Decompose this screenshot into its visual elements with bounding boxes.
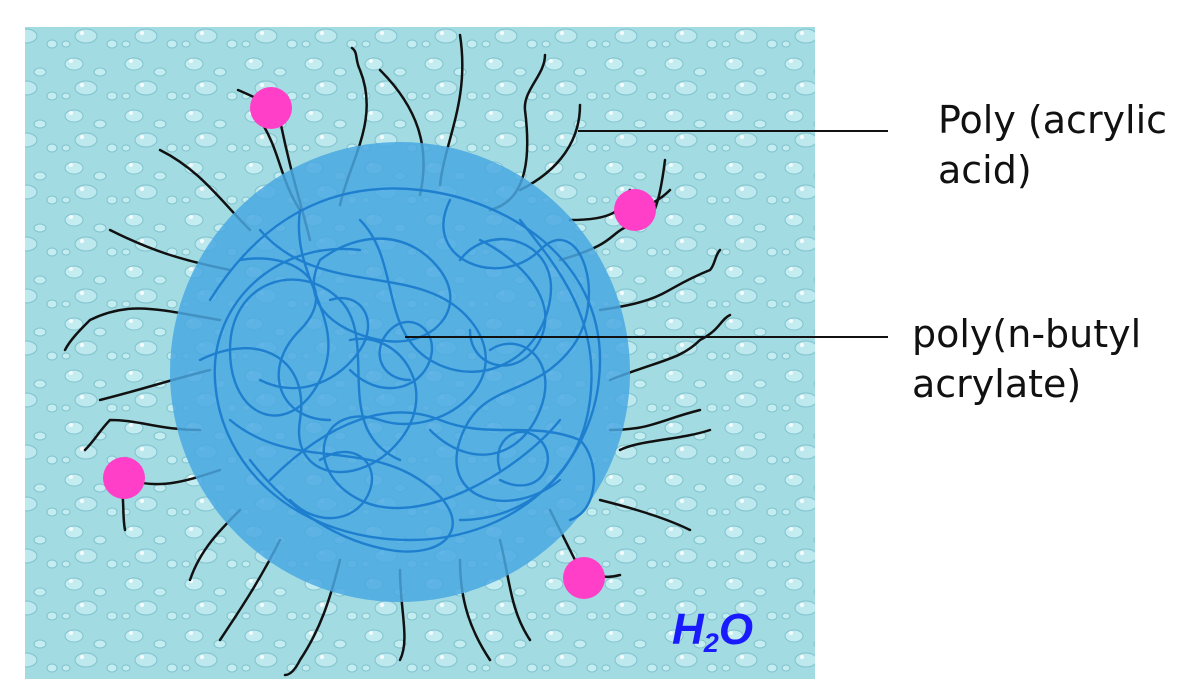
- solvent-element: H: [672, 605, 704, 654]
- solvent-subscript: 2: [703, 628, 719, 658]
- core-label-line2: acrylate): [912, 362, 1082, 406]
- end-group-bead: [250, 87, 292, 129]
- leader-lines: [405, 130, 888, 338]
- solvent-element2: O: [718, 605, 754, 654]
- core-sphere: [170, 142, 630, 602]
- core-label-line1: poly(n-butyl: [912, 312, 1142, 356]
- end-groups: [103, 87, 656, 599]
- end-group-bead: [103, 457, 145, 499]
- end-group-bead: [563, 557, 605, 599]
- end-group-bead: [614, 189, 656, 231]
- shell-label-line1: Poly (acrylic: [938, 98, 1168, 142]
- shell-label: Poly (acrylic acid): [938, 95, 1167, 195]
- core-strands: [198, 187, 602, 553]
- solvent-label: H2O: [672, 605, 753, 668]
- core-label: poly(n-butyl acrylate): [912, 309, 1141, 409]
- shell-label-line2: acid): [938, 148, 1032, 192]
